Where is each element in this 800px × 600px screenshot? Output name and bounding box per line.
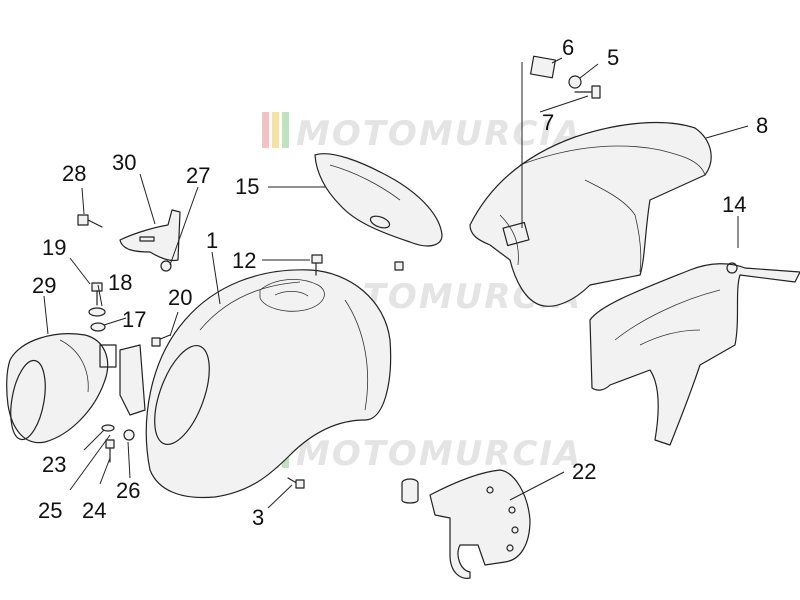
hardware-bushing	[401, 478, 419, 504]
part-rear-mudguard	[469, 121, 712, 307]
hardware-washer-23	[101, 424, 115, 432]
callout-1: 1	[206, 228, 218, 253]
callout-23: 23	[42, 452, 66, 477]
part-rear-frame	[589, 262, 800, 446]
callout-8: 8	[756, 113, 768, 138]
hardware-nut-26	[123, 429, 135, 441]
watermark-stripe	[262, 112, 269, 148]
callout-28: 28	[62, 161, 86, 186]
callout-24: 24	[82, 498, 106, 523]
hardware-screw-20	[151, 334, 171, 347]
callout-labels: 1 3 5 6 7 8 12 14 15 17 18 19 20 22 23 2…	[32, 35, 768, 530]
callout-7: 7	[542, 110, 554, 135]
hardware-screw-24	[105, 439, 115, 463]
watermark-stripe	[272, 112, 279, 148]
callout-18: 18	[108, 270, 132, 295]
hardware-clip-6	[530, 55, 556, 79]
callout-6: 6	[562, 35, 574, 60]
callout-22: 22	[572, 459, 596, 484]
hardware-washer-17	[90, 322, 106, 332]
part-license-plate-holder	[314, 153, 443, 247]
part-front-mudguard	[145, 269, 392, 499]
hardware-screw-5	[568, 75, 601, 99]
callout-14: 14	[722, 192, 746, 217]
hardware-screw-15	[394, 261, 404, 271]
callout-3: 3	[252, 505, 264, 530]
hardware-screw-12	[311, 254, 323, 276]
callout-5: 5	[607, 45, 619, 70]
callout-26: 26	[116, 478, 140, 503]
part-lower-bracket	[429, 469, 531, 579]
part-headlight	[6, 333, 117, 444]
callout-12: 12	[232, 248, 256, 273]
callout-15: 15	[235, 174, 259, 199]
callout-29: 29	[32, 273, 56, 298]
part-small-bracket	[119, 209, 181, 262]
callout-19: 19	[42, 235, 66, 260]
callout-17: 17	[122, 307, 146, 332]
callout-20: 20	[168, 285, 192, 310]
watermark-top: MOTOMURCIA	[262, 112, 582, 154]
callout-30: 30	[112, 150, 136, 175]
callout-27: 27	[186, 163, 210, 188]
hardware-screw-19	[91, 282, 103, 306]
leader-lines	[43, 57, 749, 509]
hardware-washer-18	[88, 307, 106, 317]
hardware-screw-3	[287, 477, 305, 489]
hardware-screw-28	[77, 214, 103, 228]
callout-25: 25	[38, 498, 62, 523]
watermark-text: MOTOMURCIA	[296, 434, 582, 474]
part-headlight-mount	[119, 344, 146, 416]
watermark-stripe	[282, 112, 289, 148]
watermark-text: MOTOMURCIA	[296, 114, 582, 154]
hardware-nut-27	[160, 260, 172, 272]
